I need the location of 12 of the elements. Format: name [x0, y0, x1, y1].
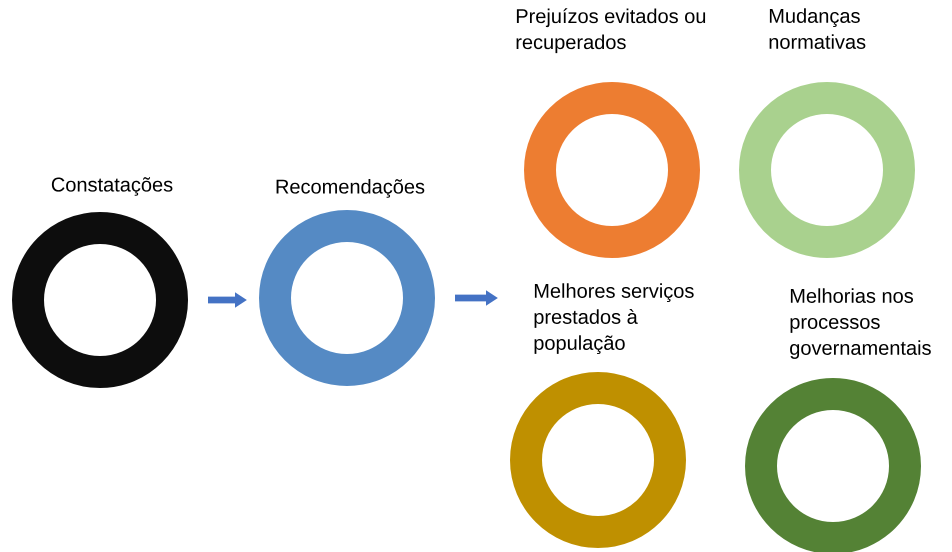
- node-label: Recomendações: [276, 179, 424, 198]
- ring: Melhores serviços prestados à população: [510, 283, 694, 548]
- node-label: Constatações: [52, 177, 172, 196]
- ring: Melhorias nos processos governamentais: [745, 288, 931, 552]
- node-label: Melhores serviços prestados à população: [534, 283, 694, 354]
- node-label: Prejuízos evitados ou recuperados: [516, 8, 706, 54]
- ring: Recomendações: [259, 179, 435, 386]
- ring: Constatações: [12, 177, 188, 388]
- node-label: Melhorias nos processos governamentais: [790, 288, 931, 359]
- ring: Mudanças normativas: [739, 8, 915, 258]
- node-label: Mudanças normativas: [770, 8, 866, 49]
- ring: Prejuízos evitados ou recuperados: [516, 8, 706, 258]
